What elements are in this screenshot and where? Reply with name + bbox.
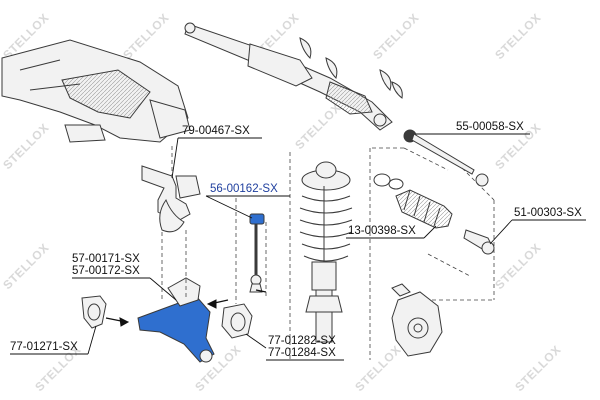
bushing-left-drawing [81,295,107,329]
callout-labels: 79-00467-SX 56-00162-SX 55-00058-SX 51-0… [10,121,582,359]
tie-rod-end-drawing [463,229,495,255]
alignment-lines [161,146,495,360]
watermark-text: STELLOX [492,11,544,63]
leader-lines [10,133,586,361]
part-label-77-01282-sx: 77-01282-SX [268,335,336,347]
watermark-text: STELLOX [0,121,52,173]
steering-knuckle-drawing [391,283,443,357]
inner-tie-rod-drawing [403,129,489,187]
part-label-56-00162-sx: 56-00162-SX [210,183,278,195]
watermark-text: STELLOX [352,343,404,395]
watermark-text: STELLOX [120,11,172,63]
strut-spring-drawing [299,161,353,343]
watermark-text: STELLOX [512,343,564,395]
part-label-77-01271-sx: 77-01271-SX [10,341,78,353]
part-label-57-00172-sx: 57-00172-SX [72,265,140,277]
subframe-drawing [1,39,191,143]
steering-rack-drawing [184,22,403,131]
bushing-right-drawing [221,303,253,339]
part-label-13-00398-sx: 13-00398-SX [348,225,416,237]
part-label-51-00303-sx: 51-00303-SX [514,207,582,219]
stabilizer-link-drawing [249,213,265,293]
part-label-77-01284-sx: 77-01284-SX [268,347,336,359]
watermark-text: STELLOX [370,11,422,63]
stabilizer-bar-drawing [141,165,201,233]
part-label-57-00171-sx: 57-00171-SX [72,253,140,265]
watermark-text: STELLOX [0,241,52,293]
control-arm-drawing [137,277,215,363]
watermark-text: STELLOX [492,241,544,293]
part-label-55-00058-sx: 55-00058-SX [456,121,524,133]
assembly-arrows [105,289,267,327]
steering-boot-drawing [373,173,453,229]
part-label-79-00467-sx: 79-00467-SX [182,125,250,137]
watermark-text: STELLOX [292,101,344,153]
